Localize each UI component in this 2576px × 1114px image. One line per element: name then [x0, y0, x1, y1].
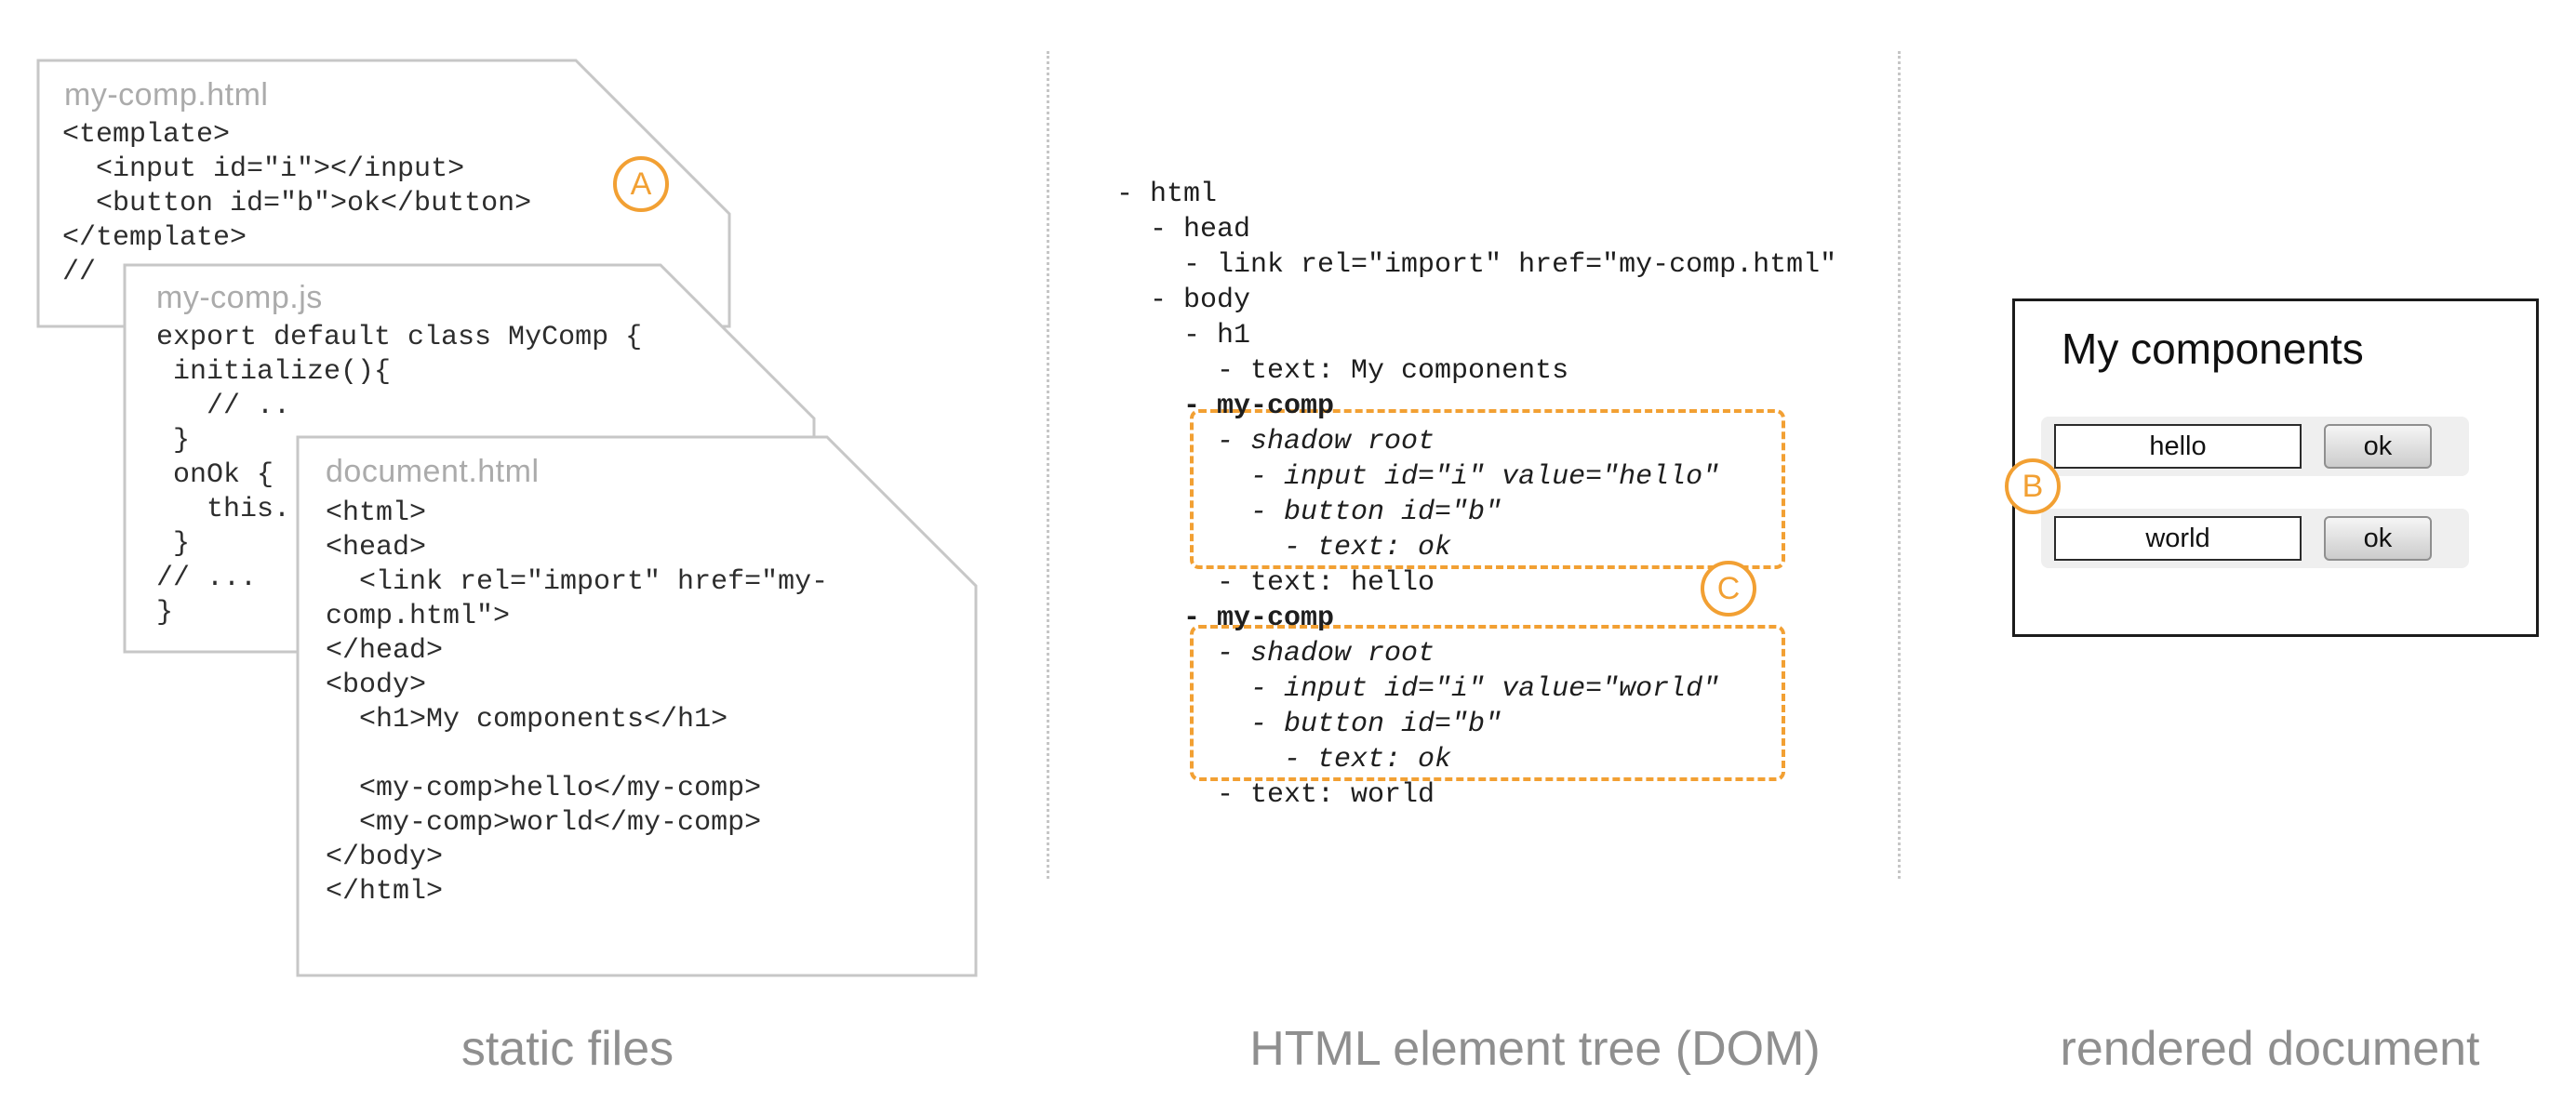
code-line: </head>: [326, 635, 444, 667]
code-line: export default class MyComp {: [156, 322, 643, 353]
rendered-input-hello[interactable]: [2054, 424, 2302, 469]
file-card-document-html: document.html <html> <head> <link rel="i…: [296, 435, 978, 977]
file-page-outline: [296, 435, 978, 977]
code-line: // ..: [156, 391, 291, 422]
file-page-outline: [36, 59, 731, 328]
code-line: <template>: [62, 119, 231, 151]
file-title-my-comp-html: my-comp.html: [64, 77, 269, 113]
code-line: <my-comp>world</my-comp>: [326, 807, 762, 839]
badge-c-label: C: [1716, 570, 1741, 606]
tree-line: - button id="b": [1116, 497, 1502, 528]
code-line: </html>: [326, 876, 444, 908]
tree-line-my-comp: - my-comp: [1116, 391, 1335, 422]
code-line: <h1>My components</h1>: [326, 704, 728, 736]
code-line: <input id="i"></input>: [62, 153, 465, 185]
tree-line: - text: ok: [1116, 532, 1452, 564]
tree-line-shadow-root: - shadow root: [1116, 426, 1435, 458]
tree-line: - button id="b": [1116, 709, 1502, 740]
caption-dom-tree: HTML element tree (DOM): [1249, 1022, 1821, 1076]
my-comp-instance-2: ok: [2041, 509, 2469, 568]
tree-line: - input id="i" value="hello": [1116, 461, 1720, 493]
dom-tree: - html - head - link rel="import" href="…: [1116, 177, 1836, 813]
code-line: [326, 737, 828, 772]
badge-c: C: [1701, 561, 1756, 617]
code-line: onOk {: [156, 459, 274, 491]
code-line: <head>: [326, 532, 427, 564]
rendered-ok-button-2[interactable]: ok: [2324, 516, 2432, 561]
code-line: }: [156, 425, 191, 457]
tree-line: - text: hello: [1116, 567, 1435, 599]
tree-line: - input id="i" value="world": [1116, 673, 1720, 705]
badge-a-label: A: [630, 166, 652, 202]
tree-line-my-comp: - my-comp: [1116, 603, 1335, 634]
tree-line: - link rel="import" href="my-comp.html": [1116, 249, 1837, 281]
tree-line-shadow-root: - shadow root: [1116, 638, 1435, 670]
code-line: }: [156, 597, 174, 629]
rendered-input-world[interactable]: [2054, 516, 2302, 561]
section-divider-left: [1047, 51, 1049, 879]
tree-line: - body: [1116, 285, 1251, 316]
section-divider-right: [1898, 51, 1901, 879]
file-title-document-html: document.html: [326, 454, 540, 489]
code-line: //: [62, 257, 97, 288]
rendered-ok-button-1[interactable]: ok: [2324, 424, 2432, 469]
code-line: <button id="b">ok</button>: [62, 188, 532, 219]
shadow-root-highlight-box-2: [1190, 625, 1785, 781]
tree-line: - head: [1116, 214, 1251, 245]
rendered-heading: My components: [2062, 325, 2364, 373]
tree-line: - text: world: [1116, 779, 1435, 811]
code-line: </template>: [62, 222, 247, 254]
code-line: <body>: [326, 670, 427, 701]
file-card-my-comp-html: my-comp.html <template> <input id="i"></…: [36, 59, 731, 328]
tree-line: - html: [1116, 179, 1218, 210]
file-code-document-html: <html> <head> <link rel="import" href="m…: [326, 497, 828, 909]
tree-line: - text: My components: [1116, 355, 1569, 387]
code-line: initialize(){: [156, 356, 392, 388]
code-line: <my-comp>hello</my-comp>: [326, 773, 762, 804]
rendered-document-panel: My components ok ok: [2012, 298, 2539, 637]
badge-a: A: [613, 156, 669, 212]
code-line: // ...: [156, 563, 258, 594]
code-line: comp.html">: [326, 601, 511, 632]
code-line: <link rel="import" href="my-: [326, 566, 829, 598]
code-line: <html>: [326, 497, 427, 529]
my-comp-instance-1: ok: [2041, 417, 2469, 476]
badge-b-label: B: [2022, 468, 2044, 504]
tree-line: - text: ok: [1116, 744, 1452, 776]
tree-line: - h1: [1116, 320, 1251, 351]
badge-b: B: [2005, 458, 2061, 514]
shadow-root-highlight-box-1: [1190, 409, 1785, 569]
file-code-my-comp-js: export default class MyComp { initialize…: [156, 321, 642, 630]
caption-rendered-document: rendered document: [2060, 1022, 2480, 1076]
code-line: </body>: [326, 842, 444, 873]
code-line: }: [156, 528, 191, 560]
caption-static-files: static files: [460, 1022, 674, 1076]
file-title-my-comp-js: my-comp.js: [156, 280, 323, 315]
code-line: this.: [156, 494, 291, 525]
file-code-my-comp-html: <template> <input id="i"></input> <butto…: [62, 118, 531, 290]
